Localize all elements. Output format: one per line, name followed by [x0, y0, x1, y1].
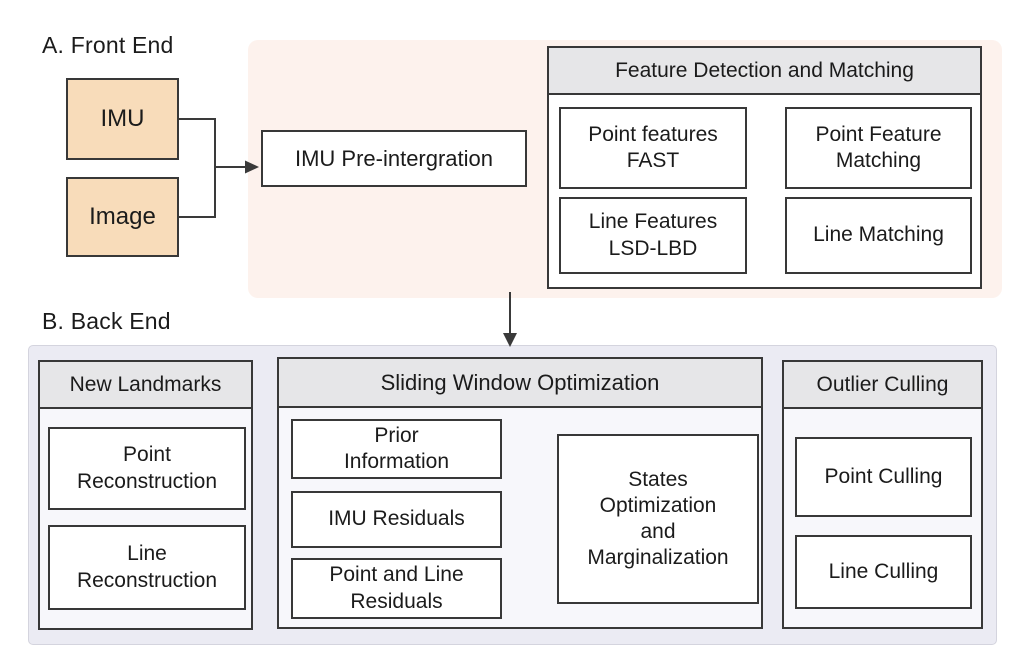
- point-line-residuals-box: Point and Line Residuals: [291, 558, 502, 619]
- imu-box: IMU: [66, 78, 179, 160]
- point-culling-box: Point Culling: [795, 437, 972, 517]
- image-box: Image: [66, 177, 179, 257]
- prior-information-box: Prior Information: [291, 419, 502, 479]
- feature-detection-panel-title: Feature Detection and Matching: [549, 48, 980, 95]
- point-reconstruction-box: Point Reconstruction: [48, 427, 246, 510]
- outlier-culling-panel-title: Outlier Culling: [784, 362, 981, 409]
- outlier-culling-panel: Outlier Culling Point Culling Line Culli…: [782, 360, 983, 629]
- point-features-box: Point features FAST: [559, 107, 747, 189]
- line-reconstruction-box: Line Reconstruction: [48, 525, 246, 610]
- new-landmarks-panel: New Landmarks Point Reconstruction Line …: [38, 360, 253, 630]
- sliding-window-panel: Sliding Window Optimization Prior Inform…: [277, 357, 763, 629]
- line-features-box: Line Features LSD-LBD: [559, 197, 747, 274]
- feature-detection-panel: Feature Detection and Matching Point fea…: [547, 46, 982, 289]
- back-end-section-label: B. Back End: [42, 308, 171, 334]
- front-end-section-label: A. Front End: [42, 32, 174, 58]
- line-matching-box: Line Matching: [785, 197, 972, 274]
- sliding-window-panel-title: Sliding Window Optimization: [279, 359, 761, 408]
- new-landmarks-panel-title: New Landmarks: [40, 362, 251, 409]
- point-feature-matching-box: Point Feature Matching: [785, 107, 972, 189]
- imu-preintegration-box: IMU Pre-intergration: [261, 130, 527, 187]
- states-optimization-box: States Optimization and Marginalization: [557, 434, 759, 604]
- line-culling-box: Line Culling: [795, 535, 972, 609]
- imu-residuals-box: IMU Residuals: [291, 491, 502, 548]
